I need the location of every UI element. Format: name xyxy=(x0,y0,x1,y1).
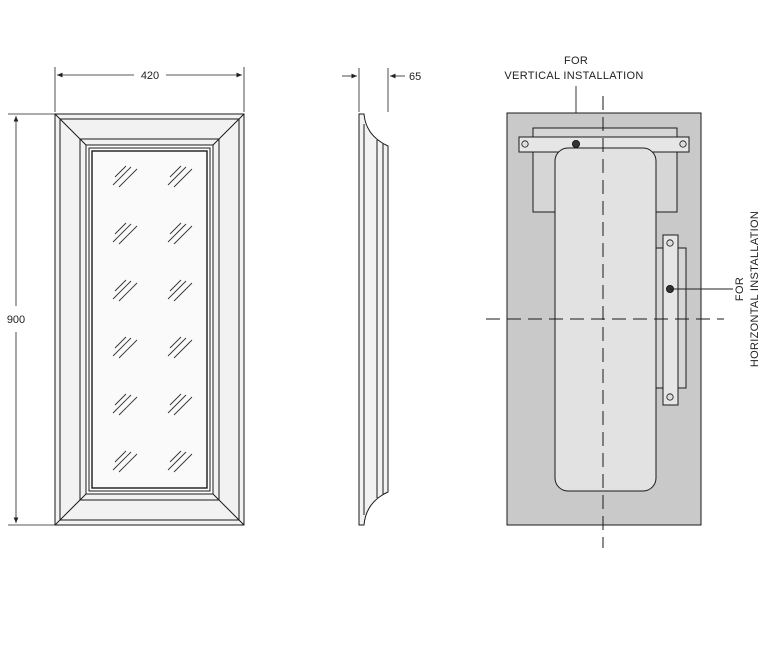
side-view: 65 xyxy=(342,68,421,526)
centre-lines xyxy=(486,96,724,548)
horizontal-note-line2: HORIZONTAL INSTALLATION xyxy=(749,211,761,367)
width-dimension xyxy=(54,67,245,112)
depth-dimension xyxy=(342,68,405,112)
width-dimension-label: 420 xyxy=(141,70,159,82)
height-dimension-label: 900 xyxy=(7,314,25,326)
screw-icon xyxy=(666,239,674,247)
screw-icon xyxy=(521,140,529,148)
mirror-profile xyxy=(358,113,389,526)
glass-reflection-marks xyxy=(112,165,193,473)
rear-view: FOR VERTICAL INSTALLATION xyxy=(486,55,761,548)
screw-icon xyxy=(679,140,687,148)
horizontal-hanging-bracket xyxy=(655,234,687,406)
vertical-note-line1: FOR xyxy=(564,55,588,67)
vertical-bracket-screws xyxy=(521,139,687,148)
screw-icon xyxy=(572,139,581,148)
vertical-note-line2: VERTICAL INSTALLATION xyxy=(504,70,643,82)
depth-dimension-label: 65 xyxy=(409,71,421,83)
horizontal-note-line1: FOR xyxy=(734,277,746,301)
front-view: 420 900 xyxy=(7,67,245,526)
mirror-frame xyxy=(54,113,245,526)
height-dimension xyxy=(8,113,55,526)
screw-icon xyxy=(666,393,674,401)
